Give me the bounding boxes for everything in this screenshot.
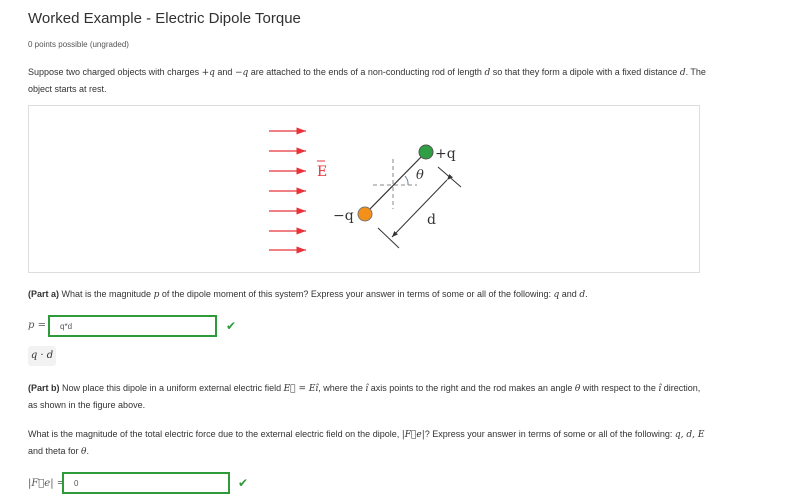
points-info: 0 points possible (ungraded) (28, 40, 129, 49)
math: q (553, 290, 560, 300)
dipole-diagram: E +q −q θ d (269, 127, 462, 254)
text: direction, as shown in the figure above. (28, 383, 701, 410)
text: and (214, 67, 235, 77)
math: |F⃗e| (401, 430, 425, 440)
field-label: E (317, 164, 327, 180)
math: d (484, 68, 491, 78)
text: . (86, 446, 89, 456)
negative-charge (357, 206, 373, 222)
part-a-answer-input[interactable]: q*d (48, 315, 217, 337)
math: θ (81, 447, 87, 457)
correct-check-icon: ✔ (238, 476, 249, 490)
part-b-force-question: What is the magnitude of the total elect… (28, 426, 708, 460)
distance-label: d (427, 212, 436, 228)
text: Suppose two charged objects with charges (28, 67, 202, 77)
text: axis points to the right and the rod mak… (368, 383, 575, 393)
math: î (658, 384, 662, 394)
part-b-answer-input[interactable]: 0 (62, 472, 230, 494)
math: θ (574, 384, 581, 394)
text: are attached to the ends of a non-conduc… (248, 67, 485, 77)
text: with respect to the (580, 383, 659, 393)
text: . (585, 289, 588, 299)
math: q, d, E (674, 430, 705, 440)
math: −q (234, 68, 249, 78)
text: ? Express your answer in terms of some o… (424, 429, 675, 439)
math: î (365, 384, 369, 394)
text: and theta for (28, 446, 82, 456)
text: and (559, 289, 580, 299)
part-label: (Part b) (28, 383, 60, 393)
math: E⃗ = Eî (283, 384, 319, 394)
dipole-figure: E +q −q θ d (28, 105, 700, 273)
positive-charge (418, 144, 434, 160)
field-arrows (269, 127, 306, 254)
text: What is the magnitude of the total elect… (28, 429, 402, 439)
angle-label: θ (416, 168, 424, 183)
part-label: (Part a) (28, 289, 60, 299)
correct-check-icon: ✔ (226, 319, 237, 333)
text: What is the magnitude (59, 289, 154, 299)
part-b-question: (Part b) Now place this dipole in a unif… (28, 380, 708, 413)
part-a-question: (Part a) What is the magnitude p of the … (28, 286, 708, 303)
text: so that they form a dipole with a fixed … (490, 67, 680, 77)
text: . The object starts at rest. (28, 67, 706, 94)
part-a-preview: q · d (28, 346, 56, 366)
text: , where the (318, 383, 366, 393)
math: +q (201, 68, 215, 78)
problem-intro: Suppose two charged objects with charges… (28, 64, 708, 97)
text: of the dipole moment of this system? Exp… (159, 289, 554, 299)
text: Now place this dipole in a uniform exter… (59, 383, 284, 393)
math: d (679, 68, 686, 78)
minus-q-label: −q (333, 208, 354, 224)
rod (364, 151, 427, 215)
force-label: |F⃗e| = (28, 478, 66, 489)
page-title: Worked Example - Electric Dipole Torque (28, 10, 301, 27)
math: p (153, 290, 160, 300)
p-label: p = (28, 320, 46, 331)
math: d (579, 290, 586, 300)
plus-q-label: +q (435, 146, 456, 162)
